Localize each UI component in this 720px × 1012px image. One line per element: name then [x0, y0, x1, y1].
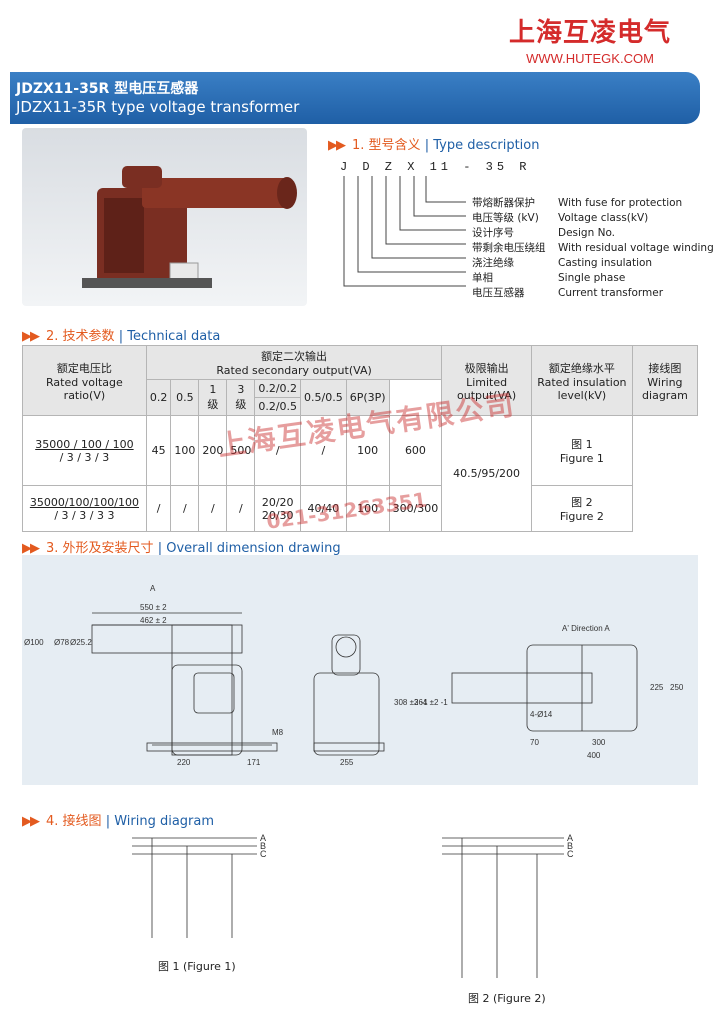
svg-text:220: 220 — [177, 758, 191, 767]
svg-text:Ø25.2: Ø25.2 — [70, 638, 92, 647]
model-code: J D Z X 11 - 35 R — [340, 160, 531, 174]
svg-text:308 ±2 -1: 308 ±2 -1 — [394, 698, 428, 707]
figure-2-caption: 图 2 (Figure 2) — [468, 992, 546, 1005]
svg-text:300: 300 — [592, 738, 606, 747]
svg-text:Ø100: Ø100 — [24, 638, 44, 647]
product-photo — [22, 128, 307, 306]
svg-text:462 ± 2: 462 ± 2 — [140, 616, 167, 625]
brand-block: 上海互凌电气 WWW.HUTEGK.COM — [470, 12, 710, 66]
svg-text:250: 250 — [670, 683, 684, 692]
dimension-drawing-svg: A 550 ± 2 462 ± 2 Ø100 Ø78 Ø25.2 M8 220 … — [24, 584, 684, 767]
title-cn: JDZX11-35R 型电压互感器 — [16, 81, 199, 97]
svg-text:C: C — [260, 849, 267, 859]
svg-text:Ø78: Ø78 — [54, 638, 70, 647]
svg-text:A: A — [260, 833, 266, 843]
figure-1-caption: 图 1 (Figure 1) — [158, 960, 236, 973]
svg-text:70: 70 — [530, 738, 539, 747]
svg-text:M8: M8 — [272, 728, 284, 737]
transformer-image — [82, 166, 297, 288]
svg-text:4-Ø14: 4-Ø14 — [530, 710, 553, 719]
wiring-diagram-svg: ABC ABC — [132, 833, 574, 978]
svg-text:A' Direction A: A' Direction A — [562, 624, 610, 633]
title-en: JDZX11-35R type voltage transformer — [16, 98, 300, 116]
dimension-drawing: A 550 ± 2 462 ± 2 Ø100 Ø78 Ø25.2 M8 220 … — [22, 555, 698, 785]
brand-name: 上海互凌电气 — [508, 18, 671, 48]
title-bar: JDZX11-35R 型电压互感器 JDZX11-35R type voltag… — [10, 72, 700, 124]
svg-text:225: 225 — [650, 683, 664, 692]
section-3-header: ▶▶3. 外形及安装尺寸 | Overall dimension drawing — [22, 541, 341, 556]
model-code-leader-lines — [343, 176, 466, 287]
svg-text:A: A — [567, 833, 573, 843]
svg-text:364 ±2 -1: 364 ±2 -1 — [414, 698, 448, 707]
svg-text:255: 255 — [340, 758, 354, 767]
table-row: 35000/100/100/100/ 3 / 3 / 3 3 //// 20/2… — [22, 485, 698, 532]
svg-text:400: 400 — [587, 751, 601, 760]
svg-text:C: C — [567, 849, 574, 859]
section-2-header: ▶▶2. 技术参数 | Technical data — [22, 329, 221, 344]
section-1-header: ▶▶1. 型号含义 | Type description — [328, 138, 540, 153]
svg-text:B: B — [567, 841, 573, 851]
svg-text:550 ± 2: 550 ± 2 — [140, 603, 167, 612]
type-legend-cn: 带熔断器保护电压等级 (kV)设计序号 带剩余电压绕组浇注绝缘单相电压互感器 — [472, 197, 546, 299]
view-a-label: A — [150, 584, 156, 593]
svg-text:B: B — [260, 841, 266, 851]
brand-url[interactable]: WWW.HUTEGK.COM — [526, 51, 654, 66]
svg-text:171: 171 — [247, 758, 261, 767]
section-4-header: ▶▶4. 接线图 | Wiring diagram — [22, 814, 215, 829]
